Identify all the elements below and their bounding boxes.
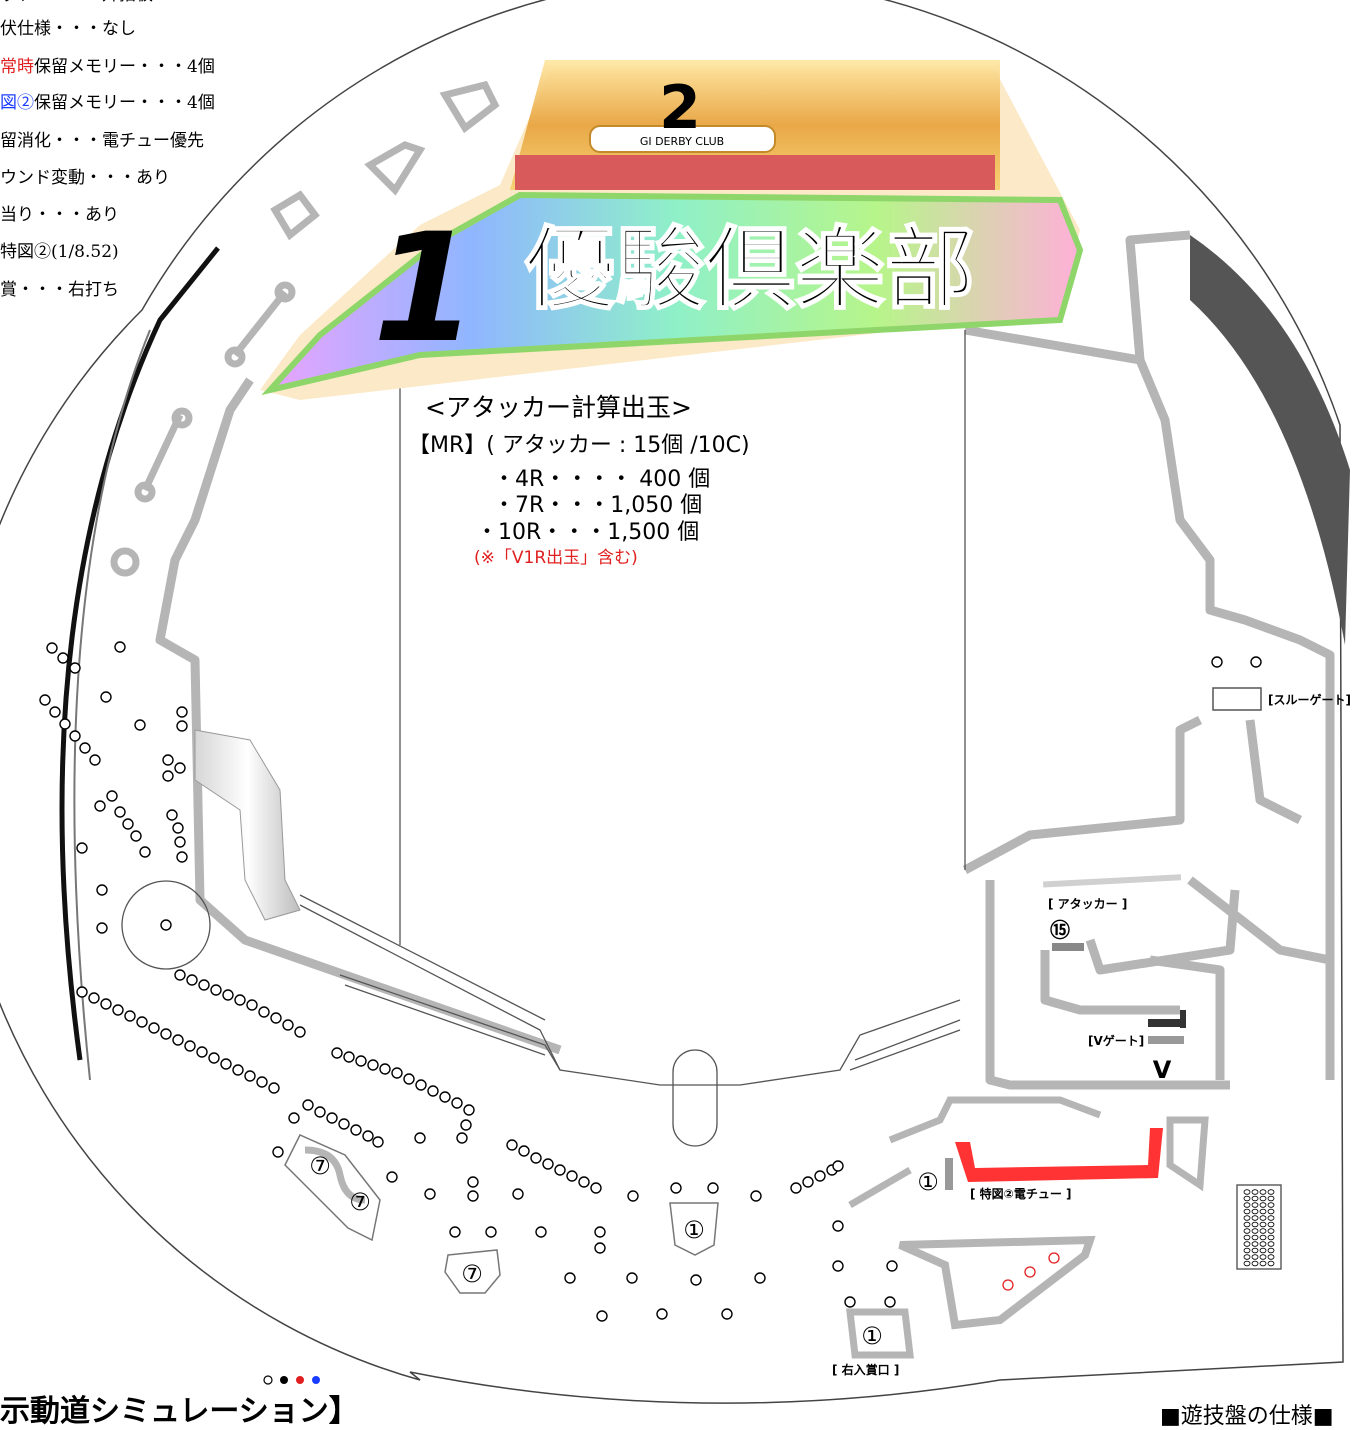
tunnel-channel — [194, 729, 301, 921]
v-mark: V — [1153, 1056, 1172, 1084]
spec-text: 保留メモリー・・・4個 — [34, 57, 215, 77]
logo-main-text: 優駿倶楽部 — [524, 217, 975, 322]
spec-line: ウンド変動・・・あり — [0, 163, 170, 188]
pocket-7-b: ⑦ — [349, 1188, 371, 1216]
v-gate-label: [Vゲート] — [1088, 1033, 1144, 1048]
spec-line: 賞・・・右打ち — [0, 275, 119, 300]
spec-line: 当り・・・あり — [0, 200, 119, 225]
attacker-label: [ アタッカー ] — [1048, 897, 1127, 911]
spec-line: ッドー・・・升指板 — [0, 0, 153, 5]
pocket-7-c: ⑦ — [461, 1260, 483, 1288]
sim-title: 示動道シミュレーション】 — [0, 1394, 359, 1429]
spec-line: 留消化・・・電チュー優先 — [0, 126, 204, 151]
v-gate: [Vゲート] V — [1088, 1010, 1186, 1084]
board-outline — [0, 0, 1344, 1404]
spec-line: 常時保留メモリー・・・4個 — [0, 52, 215, 77]
attacker-count: ⑮ — [1050, 918, 1070, 942]
spec-text: ウンド変動・・・あり — [0, 168, 170, 188]
spec-line: 特図②(1/8.52) — [0, 237, 119, 262]
launch-rail — [59, 246, 220, 1061]
attacker: [ アタッカー ] ⑮ — [1042, 874, 1182, 951]
tokuzu2-denchu-label: [ 特図②電チュー ] — [970, 1186, 1072, 1201]
left-ornaments — [110, 80, 500, 577]
calc-row-10r: ・10R・・・1,500 個 — [476, 520, 700, 545]
spec-title: ■遊技盤の仕様■ — [1160, 1404, 1334, 1429]
center-entry-num: ① — [683, 1216, 705, 1244]
through-gate: [スルーゲート] — [1211, 656, 1351, 711]
pocket-7-left: ⑦ ⑦ — [284, 1134, 381, 1242]
calc-row-4r: ・4R・・・・ 400 個 — [493, 467, 711, 492]
out-hole-grid — [1236, 1184, 1282, 1270]
spec-text: 留消化・・・電チュー優先 — [0, 131, 204, 151]
spec-text: 賞・・・右打ち — [0, 280, 119, 300]
logo-ribbon-text: GI DERBY CLUB — [640, 135, 724, 148]
tokuzu2-denchu: ① [ 特図②電チュー ] — [848, 1096, 1209, 1209]
right-rail-band — [1190, 235, 1350, 645]
calc-note: (※「V1R出玉」含む) — [474, 548, 638, 568]
pocket-7-a: ⑦ — [309, 1152, 331, 1180]
logo-badge-number: 2 — [659, 73, 701, 143]
right-entry-num: ① — [861, 1322, 883, 1350]
machine-logo: GI DERBY CLUB 2 1 優駿倶楽部 — [260, 60, 1084, 400]
spec-text: ッドー・・・升指板 — [0, 0, 153, 5]
calc-heading: <アタッカー計算出玉> — [425, 393, 692, 422]
nail-field — [39, 641, 898, 1322]
pocket-7-lower: ⑦ — [444, 1249, 501, 1294]
right-entry-label: [ 右入賞口 ] — [832, 1362, 899, 1377]
spec-text: 伏仕様・・・なし — [0, 19, 136, 39]
spec-line: 伏仕様・・・なし — [0, 14, 136, 39]
center-entry: ① — [669, 1202, 719, 1256]
logo-prefix: 1 — [373, 202, 477, 376]
legend-dots — [263, 1375, 320, 1385]
spec-text: 当り・・・あり — [0, 205, 119, 225]
calc-mr-line: 【MR】( アタッカー : 15個 /10C) — [408, 433, 750, 458]
wind-ring — [121, 880, 211, 970]
guide-rails — [155, 230, 1335, 1090]
right-entry: ① [ 右入賞口 ] — [832, 1308, 914, 1377]
denchu-num: ① — [917, 1168, 939, 1196]
lozenge-holes — [1002, 1252, 1060, 1291]
calc-row-7r: ・7R・・・1,050 個 — [493, 493, 703, 518]
spec-line: 図②保留メモリー・・・4個 — [0, 88, 215, 113]
spec-highlight: 常時 — [0, 57, 34, 77]
through-gate-label: [スルーゲート] — [1268, 692, 1351, 707]
spec-text: 保留メモリー・・・4個 — [34, 93, 215, 113]
spec-text: 特図②(1/8.52) — [0, 242, 119, 262]
spec-highlight: 図② — [0, 93, 34, 113]
